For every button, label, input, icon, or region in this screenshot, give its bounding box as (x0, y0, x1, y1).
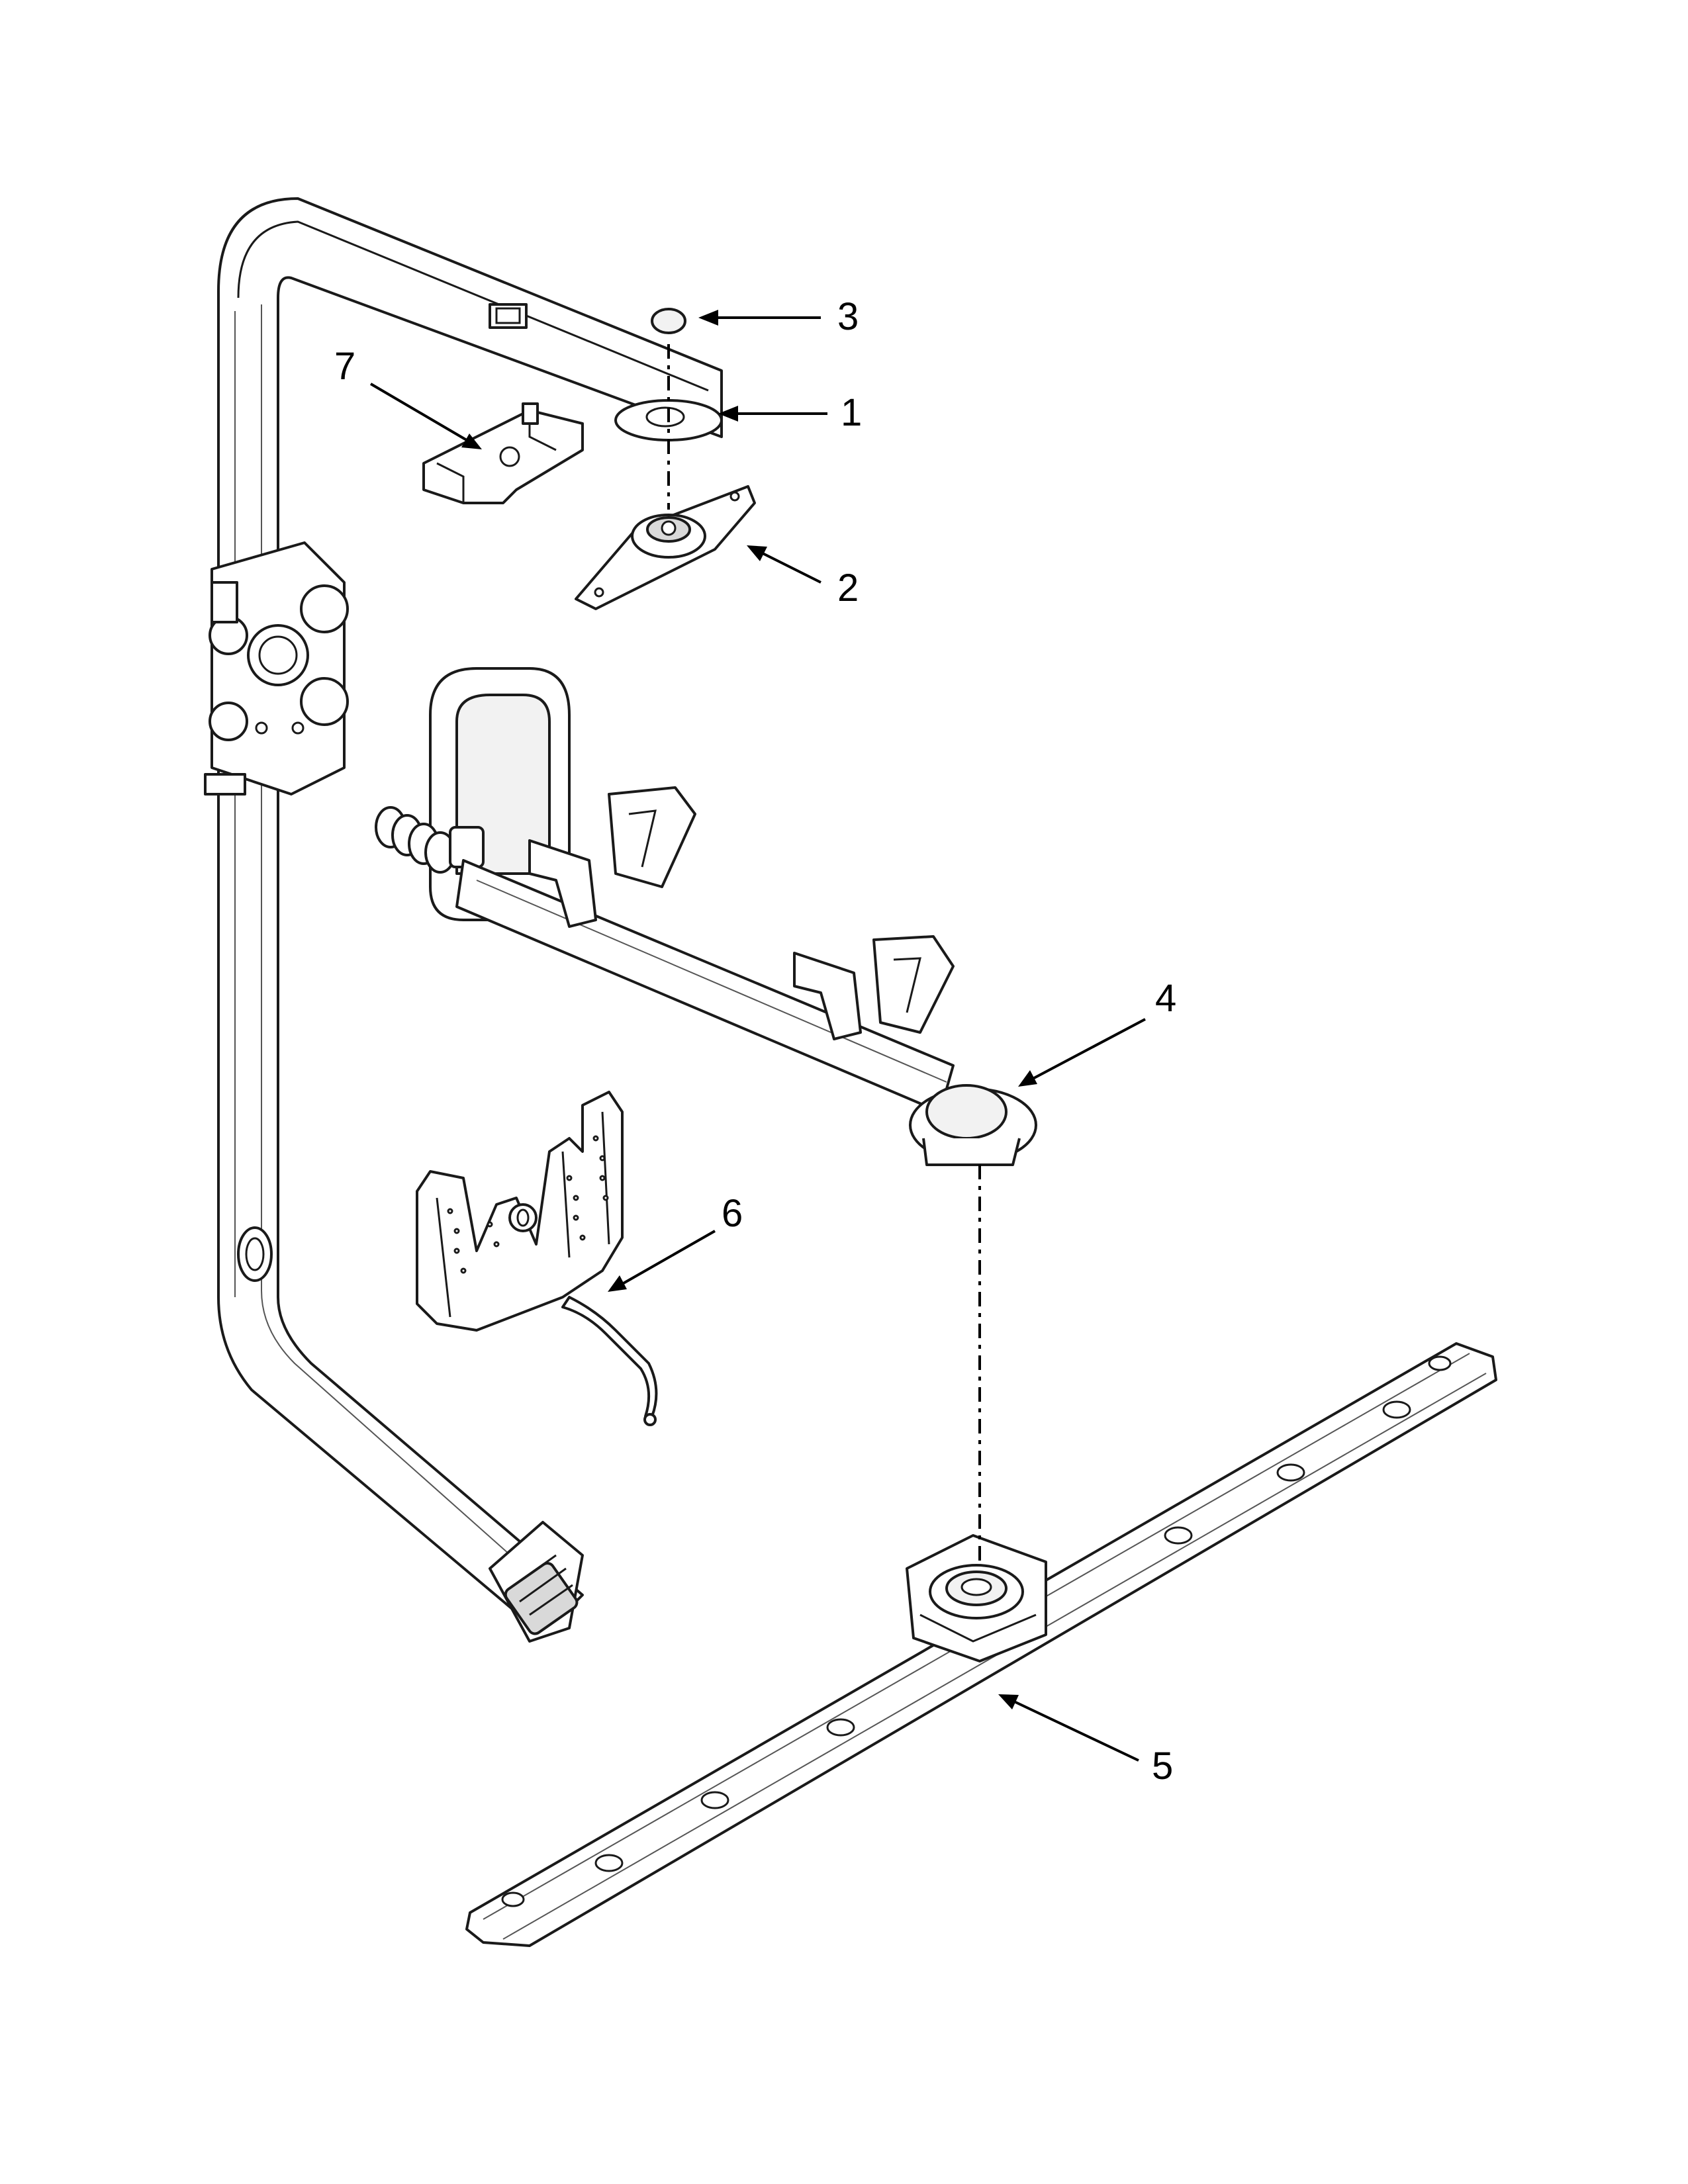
part-6-wash-tower (416, 1091, 658, 1426)
assembly-lines (667, 344, 981, 1562)
callout-3: 3 (837, 295, 859, 338)
part-5-spray-arm (465, 1342, 1497, 1947)
callout-2: 2 (837, 567, 859, 610)
part-7-clip (422, 402, 584, 504)
leader-lines (369, 310, 1146, 1762)
callout-5: 5 (1152, 1745, 1174, 1788)
callout-6: 6 (722, 1192, 743, 1235)
part-4-manifold (375, 667, 1037, 1166)
callout-7: 7 (334, 345, 356, 388)
callout-1: 1 (841, 391, 863, 434)
part-2-bearing-plate (575, 485, 756, 610)
part-3-cap (651, 308, 686, 334)
callout-4: 4 (1155, 977, 1177, 1020)
